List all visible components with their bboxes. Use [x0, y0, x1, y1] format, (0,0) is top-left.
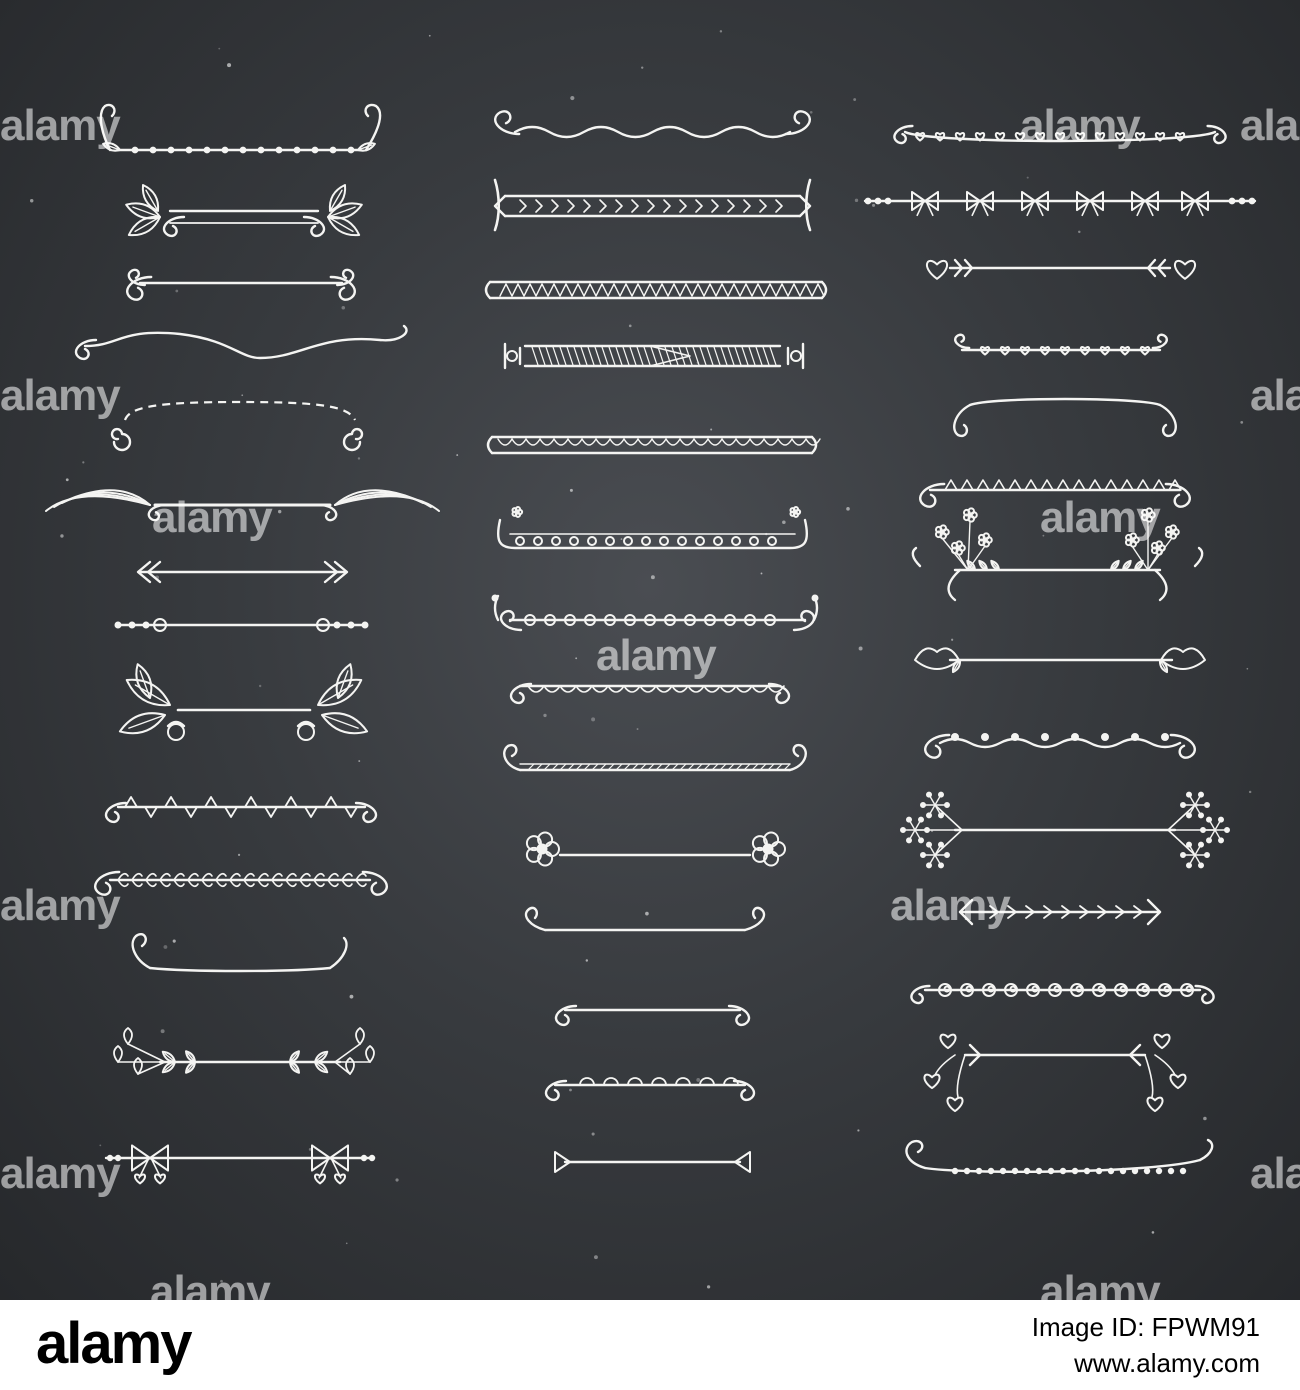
- divider-arrow: [136, 560, 349, 584]
- stock-footer: alamy Image ID: FPWM91 www.alamy.com: [0, 1300, 1300, 1390]
- watermark: alamy: [1240, 101, 1300, 150]
- divider-scallop-band: [486, 435, 821, 455]
- divider-triangle-ended: [554, 1151, 751, 1173]
- divider-plain-swoop: [953, 397, 1177, 438]
- watermark: alamy: [152, 493, 273, 542]
- watermark: alamy: [596, 631, 717, 680]
- divider-curl-loop: [524, 906, 766, 932]
- watermark: alamy: [1020, 101, 1141, 150]
- divider-daisy-bouquet: [911, 507, 1204, 602]
- watermark: alamy: [1040, 493, 1161, 542]
- divider-oak-acorn: [118, 663, 369, 741]
- divider-triangle-band: [919, 479, 1191, 508]
- divider-wave-top: [494, 110, 811, 139]
- divider-dandelion: [900, 791, 1230, 869]
- divider-dot-ended: [114, 618, 369, 632]
- divider-arrow-hearts: [958, 898, 1162, 926]
- divider-fern-row: [94, 870, 388, 896]
- divider-pearl-swoop: [905, 1138, 1214, 1175]
- watermark: alamy: [0, 1149, 121, 1198]
- site-url: www.alamy.com: [1074, 1348, 1260, 1378]
- divider-swirl-chain: [910, 983, 1215, 1005]
- divider-hatched-curl: [503, 743, 807, 772]
- divider-plain-curl: [554, 1004, 751, 1027]
- divider-curled-bracket: [126, 268, 356, 301]
- divider-hanging-curl: [131, 932, 348, 973]
- divider-swirl-dots: [924, 733, 1196, 759]
- divider-leaf-corners: [125, 184, 363, 238]
- divider-scallop-hang: [509, 682, 791, 705]
- divider-heart-arrow: [926, 258, 1196, 280]
- divider-wave-swash: [74, 324, 408, 361]
- divider-flower-ended: [525, 831, 786, 867]
- watermark: alamy: [890, 881, 1011, 930]
- watermark: alamy: [1040, 1267, 1161, 1301]
- watermark: alamy: [150, 1267, 271, 1301]
- divider-heart-branch: [923, 1033, 1187, 1113]
- divider-bubble-curl: [544, 1077, 756, 1102]
- watermark: alamy: [0, 371, 121, 420]
- divider-bow-knot: [104, 1144, 376, 1185]
- divider-winged: [45, 489, 440, 522]
- divider-tulip-branch: [113, 1027, 375, 1075]
- image-id: Image ID: FPWM91: [1031, 1312, 1260, 1342]
- divider-hearts-row: [893, 124, 1227, 145]
- divider-beads-ornate: [491, 594, 819, 632]
- divider-triangle-row: [104, 796, 378, 824]
- watermark: alamy: [0, 101, 121, 150]
- watermark: alamy: [0, 881, 121, 930]
- divider-collection: [45, 103, 1257, 1185]
- watermark: alamy: [1250, 371, 1300, 420]
- divider-braided-band: [493, 178, 812, 232]
- watermark: alamy: [1250, 1149, 1300, 1198]
- divider-striped-band: [503, 342, 805, 370]
- divider-zigzag-band: [484, 280, 828, 300]
- divider-scroll-dotted: [99, 103, 382, 154]
- divider-bows-row: [863, 190, 1257, 217]
- chalkboard-canvas: alamy alamy alamy alamy alamy alamy alam…: [0, 0, 1300, 1300]
- divider-bead-band: [496, 506, 809, 550]
- divider-dashed-spiral: [110, 400, 364, 452]
- alamy-logo: alamy: [36, 1311, 192, 1376]
- divider-heart-chain: [954, 333, 1168, 356]
- divider-tulip-ended: [914, 647, 1206, 674]
